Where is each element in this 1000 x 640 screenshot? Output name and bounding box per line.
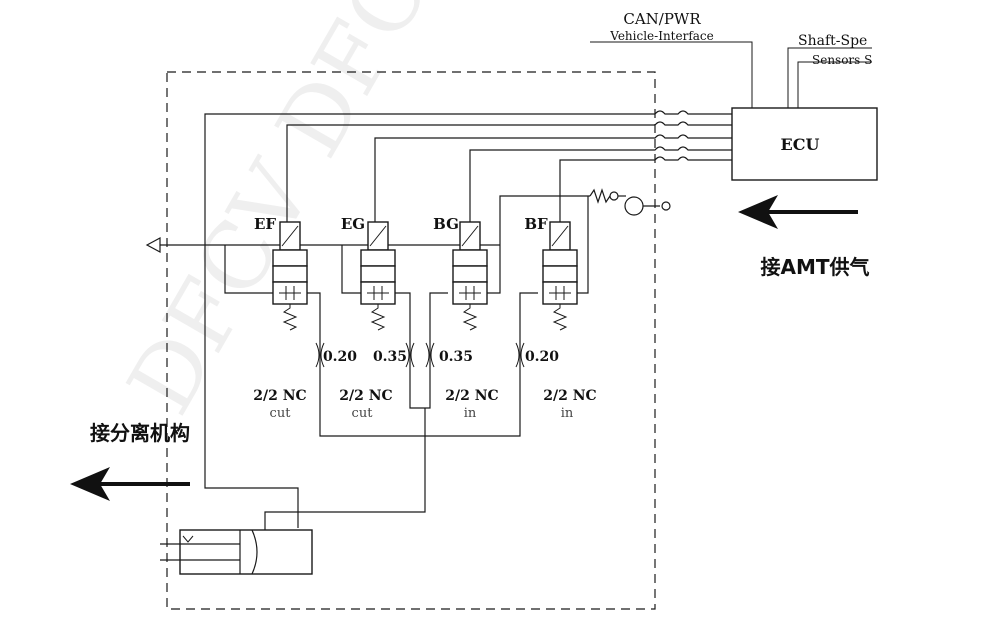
sensors-label: Sensors S — [812, 53, 872, 67]
orifice-eg-value: 0.35 — [373, 349, 407, 365]
valve-ef-tag: EF — [254, 215, 276, 233]
module-boundary — [166, 71, 656, 610]
amt-supply-arrow — [738, 195, 858, 229]
clutch-actuator-label: 接分离机构 — [90, 421, 190, 445]
valve-ef-func: cut — [270, 406, 292, 421]
vehicle-interface-label: Vehicle-Interface — [609, 29, 714, 43]
shaft-speed-line — [787, 47, 872, 108]
supply-filter-symbol — [624, 196, 644, 216]
can-pwr-label: CAN/PWR — [623, 10, 701, 28]
orifice-symbols — [315, 342, 525, 368]
valve-bf-tag: BF — [524, 215, 548, 233]
valve-eg-type: 2/2 NC — [339, 388, 392, 404]
valve-eg — [341, 221, 448, 409]
orifice-bf-value: 0.20 — [525, 349, 559, 365]
valve-ef — [224, 221, 538, 437]
valve-bg-type: 2/2 NC — [445, 388, 498, 404]
valve-bf-type: 2/2 NC — [543, 388, 596, 404]
supply-spring-symbol — [589, 188, 611, 204]
valve-bf-func: in — [561, 406, 574, 421]
orifice-ef-value: 0.20 — [323, 349, 357, 365]
supply-line — [499, 195, 590, 245]
can-pwr-line — [590, 41, 753, 108]
ecu-control-wires — [204, 110, 732, 528]
valve-ef-type: 2/2 NC — [253, 388, 306, 404]
shaft-speed-label: Shaft-Spe — [798, 33, 867, 49]
sensors-line — [797, 61, 872, 108]
valve-eg-func: cut — [352, 406, 374, 421]
valve-bg-tag: BG — [433, 215, 459, 233]
valve-bg-func: in — [464, 406, 477, 421]
orifice-bg-value: 0.35 — [439, 349, 473, 365]
ecu-label: ECU — [781, 135, 820, 154]
supply-check-ball — [609, 191, 619, 201]
actuator-supply-line — [264, 408, 426, 530]
clutch-cylinder — [160, 529, 313, 575]
exhaust-port-symbol — [145, 236, 161, 254]
valve-bf — [542, 221, 589, 331]
supply-port-symbol — [661, 201, 671, 211]
clutch-actuator-arrow — [70, 467, 190, 501]
valve-eg-tag: EG — [341, 215, 365, 233]
amt-supply-label: 接AMT供气 — [760, 255, 869, 279]
valve-bg — [452, 221, 501, 331]
ecu-box — [731, 107, 878, 181]
